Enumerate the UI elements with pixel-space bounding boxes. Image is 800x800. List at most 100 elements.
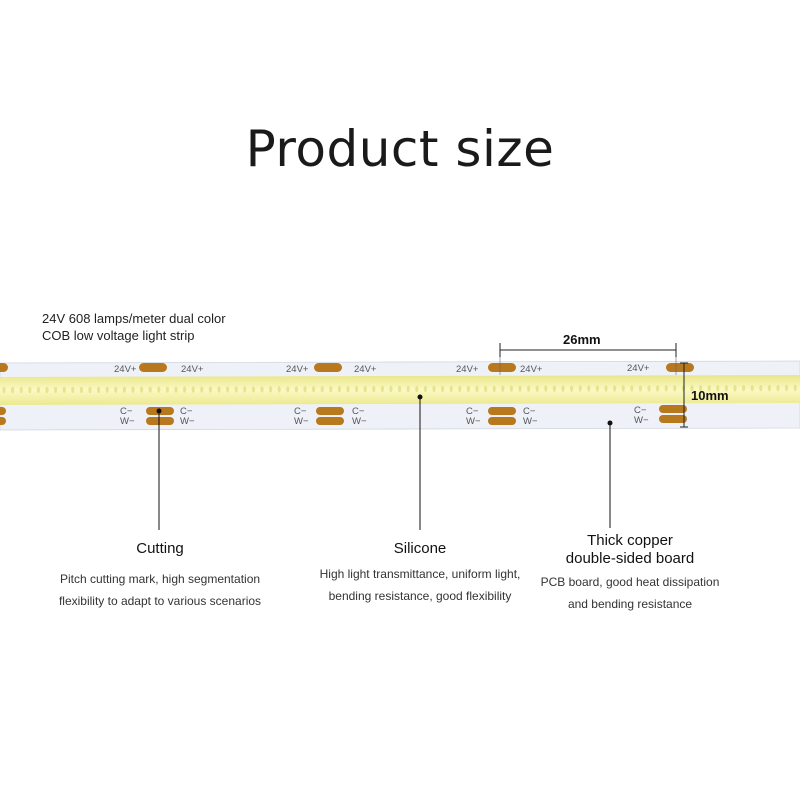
led-chip: [380, 385, 384, 393]
led-chip: [527, 385, 531, 392]
led-chip: [122, 386, 126, 393]
led-chip: [269, 386, 273, 393]
led-chip: [432, 385, 436, 393]
led-chip: [131, 386, 135, 393]
voltage-mark: 24V+: [456, 364, 479, 375]
led-chip: [785, 384, 789, 392]
callout-cutting-leader: [156, 408, 162, 530]
led-chip: [466, 385, 470, 392]
warm-mark: W−: [294, 416, 309, 427]
led-chip: [458, 385, 462, 393]
voltage-mark: 24V+: [354, 364, 377, 375]
voltage-mark: 24V+: [520, 364, 543, 375]
led-chip: [260, 386, 264, 393]
callout-cutting-title-text: Cutting: [136, 540, 184, 557]
cold-mark: C−: [180, 406, 193, 417]
led-chip: [226, 386, 230, 393]
led-chip: [277, 386, 281, 393]
led-chip: [355, 385, 359, 393]
led-chip: [441, 385, 445, 393]
led-chip: [544, 385, 548, 392]
led-chip: [449, 385, 453, 393]
callout-copper-leader: [607, 420, 613, 528]
strip-markings: 24V+24V+24V+24V+24V+24V+24V+C−C−C−C−C−C−…: [114, 363, 650, 427]
led-chip: [621, 385, 625, 392]
led-chip: [535, 385, 539, 392]
led-chip: [509, 385, 513, 392]
led-chip: [294, 386, 298, 393]
led-chip: [372, 385, 376, 393]
led-chip: [312, 386, 316, 393]
led-chip: [793, 384, 797, 392]
led-chip: [329, 386, 333, 393]
led-chip: [750, 384, 754, 392]
led-chip: [234, 386, 238, 393]
led-chip: [647, 385, 651, 392]
led-chip: [578, 385, 582, 392]
led-chip: [191, 386, 195, 393]
led-chip: [518, 385, 522, 392]
cut-pad-bottom: [488, 417, 516, 425]
led-chip: [389, 385, 393, 393]
callout-copper-body-line-1: PCB board, good heat dissipation: [540, 575, 720, 589]
warm-mark: W−: [523, 416, 538, 427]
led-chip: [484, 385, 488, 392]
led-chip: [690, 385, 694, 392]
led-chip: [337, 386, 341, 393]
led-chips: [2, 384, 797, 394]
description-line-1: 24V 608 lamps/meter dual color: [42, 311, 226, 326]
led-chip: [320, 386, 324, 393]
led-chip: [157, 386, 161, 393]
led-chip: [673, 385, 677, 392]
height-dimension-label: 10mm: [691, 388, 729, 403]
led-chip: [183, 386, 187, 393]
led-chip: [303, 386, 307, 393]
callout-silicone-body-line-1: High light transmittance, uniform light,: [319, 567, 521, 581]
led-chip: [613, 385, 617, 392]
led-chip: [501, 385, 505, 392]
led-chip: [475, 385, 479, 392]
led-chip: [243, 386, 247, 393]
warm-mark: W−: [634, 415, 649, 426]
callout-copper-body: PCB board, good heat dissipation and ben…: [510, 571, 750, 615]
cut-pad-bottom: [316, 417, 344, 425]
callout-copper-title: Thick copper double-sided board: [530, 532, 730, 568]
led-chip: [638, 385, 643, 392]
led-chip: [174, 386, 178, 393]
warm-mark: W−: [352, 416, 367, 427]
led-chip: [148, 386, 152, 393]
callout-cutting-body: Pitch cutting mark, high segmentation fl…: [40, 568, 280, 612]
led-chip: [630, 385, 634, 392]
cold-mark: C−: [634, 405, 647, 416]
led-chip: [79, 386, 83, 393]
cold-mark: C−: [466, 406, 479, 417]
warm-mark: W−: [120, 416, 135, 427]
callout-copper-title-line-2: double-sided board: [565, 550, 695, 567]
led-chip: [595, 385, 600, 392]
callout-silicone-title: Silicone: [340, 540, 500, 558]
led-chip: [716, 385, 720, 392]
callout-cutting-body-line-2: flexibility to adapt to various scenario…: [58, 594, 262, 608]
led-chip: [88, 386, 92, 393]
led-chip: [19, 386, 23, 394]
callout-cutting-title: Cutting: [80, 540, 240, 558]
led-chip: [759, 384, 763, 392]
cut-pad-bottom: [146, 417, 174, 425]
warm-mark: W−: [466, 416, 481, 427]
cold-mark: C−: [294, 406, 307, 417]
led-chip: [664, 385, 668, 392]
led-chip: [105, 386, 109, 393]
led-chip: [217, 386, 221, 393]
cold-mark: C−: [120, 406, 133, 417]
led-chip: [11, 386, 15, 394]
led-chip: [97, 386, 101, 393]
cold-mark: C−: [523, 406, 536, 417]
led-chip: [767, 384, 772, 392]
led-chip: [415, 385, 419, 393]
led-chip: [724, 385, 729, 392]
led-chip: [423, 385, 427, 393]
voltage-mark: 24V+: [286, 364, 309, 375]
width-dimension: [499, 343, 677, 375]
led-chip: [570, 385, 574, 392]
led-chip: [36, 386, 41, 394]
